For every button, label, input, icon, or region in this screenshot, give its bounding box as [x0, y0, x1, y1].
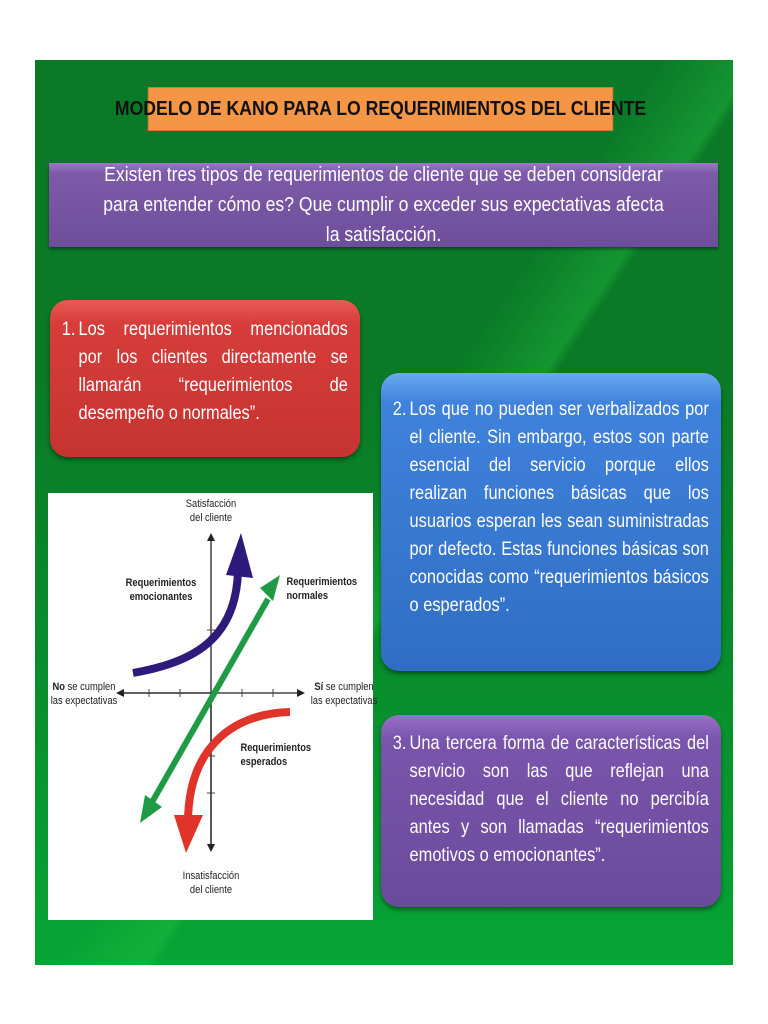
- point-text: Una tercera forma de características del…: [409, 732, 709, 866]
- y-axis-bottom-label: Insatisfacción del cliente: [182, 870, 240, 896]
- curve-esperados: [184, 708, 291, 824]
- intro-text: Existen tres tipos de requerimientos de …: [103, 164, 664, 246]
- slide: MODELO DE KANO PARA LO REQUERIMIENTOS DE…: [35, 60, 733, 965]
- kano-diagram-svg: [116, 533, 305, 853]
- x-axis-left-label: No se cumplen las expectativas: [50, 681, 118, 707]
- arrowhead-esperados: [174, 815, 203, 853]
- arrowhead-normales: [260, 575, 280, 601]
- point-number: 1.: [61, 318, 76, 340]
- point-text: Los que no pueden ser verbalizados por e…: [409, 398, 709, 616]
- point-text: Los requerimientos mencionados por los c…: [78, 318, 348, 424]
- curve-emocionantes: [132, 570, 242, 677]
- point-number: 3.: [392, 732, 407, 754]
- arrowhead-emocionantes: [226, 533, 253, 578]
- axis-ticks: [148, 629, 274, 794]
- label-normales: Requerimientos normales: [286, 576, 358, 602]
- label-emocionantes: Requerimientos emocionantes: [125, 577, 197, 603]
- intro-box: Existen tres tipos de requerimientos de …: [49, 163, 718, 247]
- point-3-box: 3. Una tercera forma de características …: [381, 715, 721, 907]
- kano-diagram: Satisfacción del cliente Insatisfacción …: [48, 493, 377, 920]
- arrowhead-normales-low: [140, 795, 162, 823]
- point-1-box: 1. Los requerimientos mencionados por lo…: [50, 300, 360, 457]
- y-axis-top-label: Satisfacción del cliente: [185, 498, 237, 524]
- label-esperados: Requerimientos esperados: [240, 742, 312, 768]
- curve-normales: [148, 597, 271, 806]
- slide-title: MODELO DE KANO PARA LO REQUERIMIENTOS DE…: [115, 87, 646, 131]
- x-axis-right-label: Sí se cumplen las expectativas: [310, 681, 378, 707]
- point-number: 2.: [392, 398, 407, 420]
- point-2-box: 2. Los que no pueden ser verbalizados po…: [381, 373, 721, 671]
